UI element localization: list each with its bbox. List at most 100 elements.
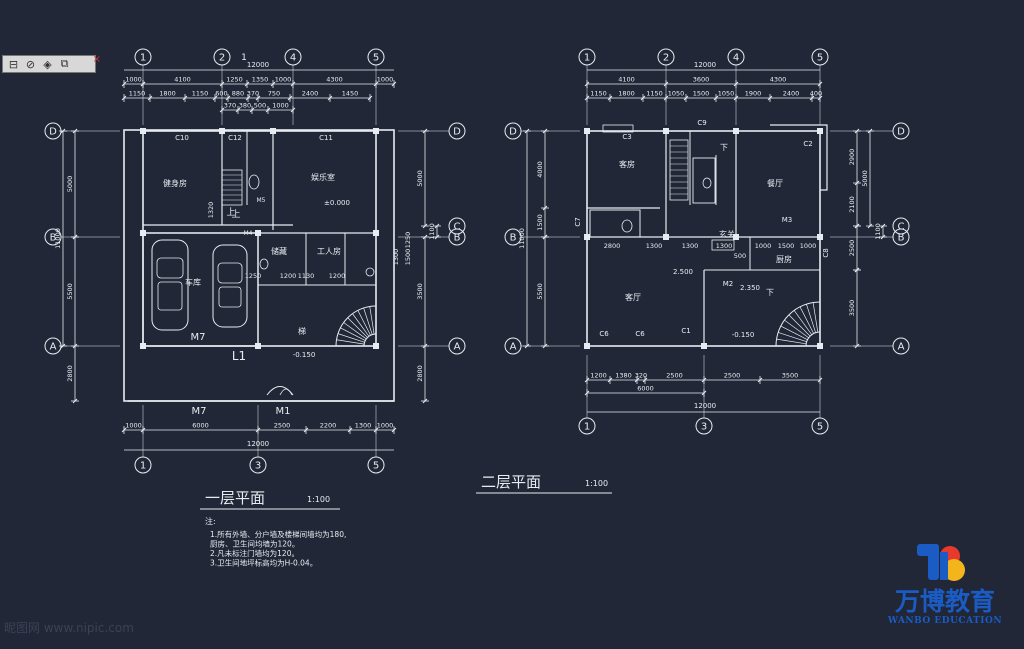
dimension-slash: [733, 95, 739, 101]
dimension-label: 1000: [377, 76, 394, 84]
plan-title-ground: 一层平面: [205, 489, 265, 507]
garage-wall: [142, 232, 259, 347]
dimension-label: 1900: [745, 90, 762, 98]
plan-annotation: -0.150: [293, 351, 316, 359]
dimension-label: 6000: [637, 385, 654, 393]
dimension-slash: [249, 107, 255, 113]
room-label: 车库: [185, 277, 201, 287]
dimension-slash: [854, 180, 860, 186]
dimension-label: 1200: [590, 372, 607, 380]
window-sill: [602, 124, 634, 133]
logo-chinese-name: 万博教育: [894, 587, 995, 616]
dimension-label: 2500: [274, 422, 291, 430]
dimension-label: 380: [239, 102, 251, 110]
dim-chain-right: 3500: [848, 267, 861, 349]
dimension-slash: [542, 343, 548, 349]
layer-icon[interactable]: ⧉: [60, 57, 69, 70]
stair-tread: [336, 339, 365, 345]
room-label: 梯: [298, 326, 306, 336]
plan-annotation: M4: [244, 230, 253, 237]
notes-line: 3.卫生间地坪标高均为H-0.04。: [210, 558, 317, 568]
dimension-slash: [524, 343, 530, 349]
dimension-slash: [422, 343, 428, 349]
dimension-slash: [422, 128, 428, 134]
stair-tread: [793, 310, 813, 335]
dimension-slash: [607, 95, 613, 101]
zoom-window-icon[interactable]: ⊟: [8, 57, 19, 71]
notes-line: 2.凡未标注门墙均为120。: [210, 548, 299, 558]
dimension-slash: [867, 128, 873, 134]
axis-bubble-top: 4: [284, 48, 302, 66]
dimension-label: 1000: [125, 422, 142, 430]
axis-bubble-left: A: [44, 337, 62, 355]
dimension-slash: [290, 81, 296, 87]
dimension-label: 1000: [125, 76, 142, 84]
watermark-text: 昵图网 www.nipic.com: [4, 621, 134, 635]
axis-bubble-label: 1: [584, 53, 590, 64]
dimension-slash: [757, 377, 763, 383]
axis-bubble-top: 1: [134, 48, 152, 66]
dimension-label: 1300: [392, 249, 400, 266]
notes-line: 厨房、卫生间均墙为120。: [210, 539, 299, 549]
dimension-label: 2800: [416, 365, 424, 382]
orbit-icon[interactable]: ⊘: [25, 57, 36, 71]
dimension-label: 2400: [302, 90, 319, 98]
toolbar-close-icon[interactable]: ×: [92, 54, 101, 65]
dim-chain-right: 1100: [428, 223, 441, 240]
room-label: 厨房: [776, 254, 792, 264]
axis-bubble-label: B: [50, 233, 57, 244]
stair-tread: [788, 314, 811, 337]
car-windshield: [156, 257, 184, 279]
stair-tread: [343, 322, 367, 340]
dimension-slash: [663, 81, 669, 87]
dimension-label: 5500: [66, 283, 74, 300]
dimension-label: 3500: [416, 283, 424, 300]
plan-annotation: M5: [257, 197, 266, 204]
dimension-total: 12000: [694, 402, 716, 410]
dim-chain-right: 5000: [416, 128, 429, 229]
plan-annotation: C3: [622, 133, 631, 141]
car-roof: [218, 286, 242, 308]
dimension-label: 1250: [404, 232, 412, 249]
dimension-label: 1320: [207, 202, 215, 219]
structural-column: [270, 128, 276, 134]
building-outline: [142, 130, 377, 347]
view-cube-icon[interactable]: ◈: [43, 57, 52, 71]
dimension-label: 2500: [724, 372, 741, 380]
wanbo-logo: 万博教育 WANBO EDUCATION: [880, 542, 1010, 632]
axis-bubble-label: 2: [663, 53, 669, 64]
dimension-label: 1500: [693, 90, 710, 98]
axis-half-label: 1: [241, 53, 247, 63]
stair-tread: [806, 304, 817, 333]
plan-annotation: C10: [175, 134, 189, 142]
structural-column: [373, 343, 379, 349]
second-spiral-stair: [775, 301, 821, 347]
dim-chain-right: 2500: [848, 223, 861, 273]
axis-bubble-right: C: [448, 217, 466, 235]
stair-tread: [778, 332, 807, 343]
room-label: 健身房: [163, 178, 187, 188]
dimension-label: 2100: [848, 196, 856, 213]
dimension-label: 1000: [800, 242, 817, 250]
axis-bubble-top: 4: [727, 48, 745, 66]
stair-tread: [340, 327, 366, 341]
axis-bubble-label: 5: [373, 461, 379, 472]
dimension-label: 3500: [848, 300, 856, 317]
dim-chain-left: 11000: [518, 128, 531, 349]
dimension-slash: [767, 95, 773, 101]
dimension-label: 2800: [66, 365, 74, 382]
axis-bubble-label: 2: [219, 53, 225, 64]
axis-bubble-label: B: [510, 233, 517, 244]
dimension-slash: [809, 95, 815, 101]
dimension-slash: [72, 128, 78, 134]
dimension-label: 5000: [416, 170, 424, 187]
dimension-slash: [367, 95, 373, 101]
dim-chain-right: 1100: [874, 223, 887, 240]
stair-tread: [799, 306, 814, 334]
